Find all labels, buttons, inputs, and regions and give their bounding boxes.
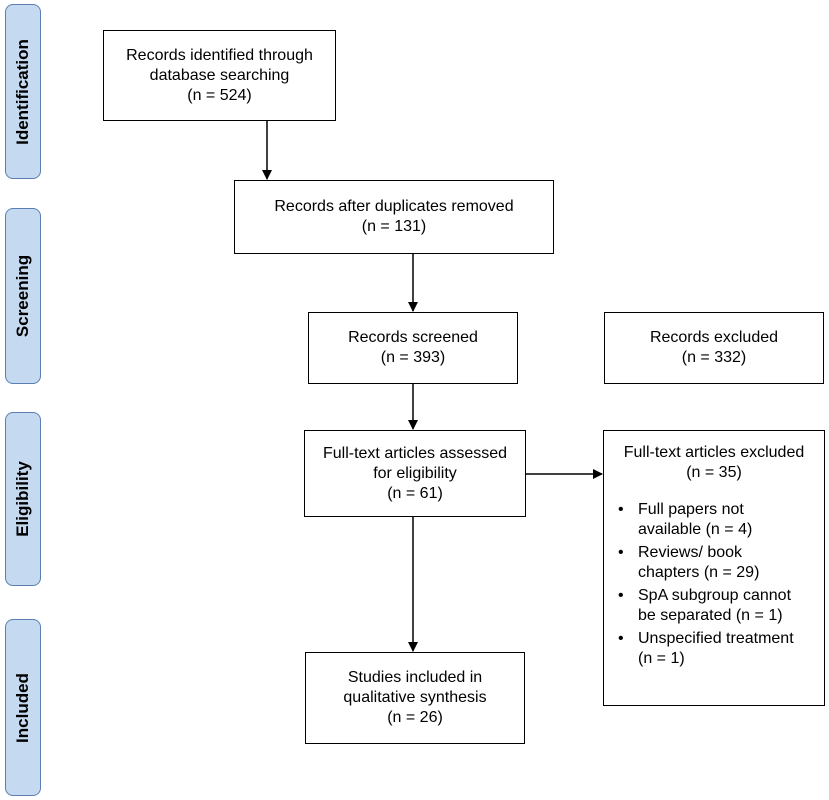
box-fulltext-excluded: Full-text articles excluded (n = 35) • F… [603,430,825,706]
exclusion-reason: • Reviews/ book chapters (n = 29) [604,543,824,583]
fulltext-assessed-count: (n = 61) [387,484,443,502]
studies-included-count: (n = 26) [387,709,443,726]
exclusion-reason: • Unspecified treatment (n = 1) [604,629,824,669]
phase-eligibility: Eligibility [5,412,41,586]
box-fulltext-assessed: Full-text articles assessed for eligibil… [304,430,526,517]
fulltext-excluded-count: (n = 35) [686,464,742,481]
box-duplicates-removed: Records after duplicates removed (n = 13… [234,180,554,254]
records-excluded-count: (n = 332) [681,349,747,366]
bullet-icon: • [618,587,624,604]
reason-line2: (n = 1) [638,650,685,667]
records-excluded-line1: Records excluded [649,329,779,346]
phase-screening: Screening [5,208,41,384]
records-identified-line2: database searching [149,66,290,84]
reason-line1: Reviews/ book [638,544,743,561]
phase-identification: Identification [5,4,41,179]
fulltext-assessed-line2: for eligibility [373,464,457,482]
records-screened-line1: Records screened [348,329,478,346]
box-records-screened: Records screened (n = 393) [308,312,518,384]
box-records-identified: Records identified through database sear… [103,30,336,121]
bullet-icon: • [618,544,624,561]
duplicates-removed-line1: Records after duplicates removed [274,198,514,215]
studies-included-line1: Studies included in [347,669,483,686]
records-identified-line1: Records identified through [126,46,313,64]
reason-line2: be separated (n = 1) [638,607,783,624]
bullet-icon: • [618,501,624,518]
reason-line1: Unspecified treatment [638,630,794,647]
reason-line2: chapters (n = 29) [638,564,760,581]
duplicates-removed-count: (n = 131) [361,218,427,235]
phase-included: Included [5,619,41,796]
studies-included-line2: qualitative synthesis [343,689,487,706]
exclusion-reasons-list: • Full papers not available (n = 4) • Re… [604,500,824,669]
reason-line1: SpA subgroup cannot [638,587,792,604]
fulltext-assessed-line1: Full-text articles assessed [322,444,508,462]
exclusion-reason: • SpA subgroup cannot be separated (n = … [604,586,824,626]
box-records-excluded: Records excluded (n = 332) [604,312,824,384]
box-studies-included: Studies included in qualitative synthesi… [305,652,525,744]
records-screened-count: (n = 393) [380,349,446,366]
records-identified-count: (n = 524) [187,86,252,104]
fulltext-excluded-header: Full-text articles excluded (n = 35) [604,443,824,483]
fulltext-excluded-line1: Full-text articles excluded [623,444,805,461]
reason-line2: available (n = 4) [638,521,753,538]
reason-line1: Full papers not [638,501,744,518]
exclusion-reason: • Full papers not available (n = 4) [604,500,824,540]
bullet-icon: • [618,630,624,647]
